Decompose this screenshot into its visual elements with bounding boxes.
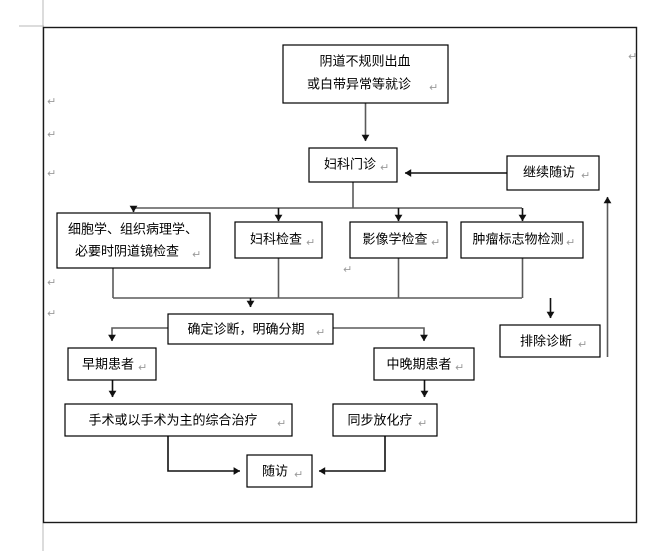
pilcrow-test-imaging: ↵: [431, 236, 440, 249]
connector-layer: [108, 103, 612, 475]
pilcrow-symptom: ↵: [429, 81, 438, 94]
edge-diagnosis-to-advanced: [333, 327, 428, 342]
node-clinic[interactable]: 妇科门诊 ↵: [308, 147, 398, 183]
node-diagnosis-confirm-label: 确定诊断，明确分期: [187, 323, 304, 338]
pilcrow-followup: ↵: [294, 468, 303, 481]
edge-chemoradio-to-followup: [318, 436, 386, 475]
page-crop-marks: [19, 0, 44, 551]
pilcrow-clinic: ↵: [380, 161, 389, 174]
node-test-gyn-exam-label: 妇科检查: [250, 232, 302, 248]
node-test-imaging[interactable]: 影像学检查 ↵: [349, 221, 448, 259]
margin-marks: ↵ ↵ ↵ ↵ ↵ ↵ ↵: [47, 50, 637, 320]
node-symptom-line2: 或白带异常等就诊: [307, 77, 411, 93]
node-followup-continue[interactable]: 继续随访 ↵: [506, 155, 600, 191]
margin-pilcrow-6: ↵: [628, 50, 637, 63]
pilcrow-test-gyn-exam: ↵: [306, 236, 315, 249]
pilcrow-treat-chemoradio: ↵: [418, 417, 427, 430]
node-followup[interactable]: 随访 ↵: [246, 454, 313, 488]
margin-pilcrow-4: ↵: [47, 276, 56, 289]
pilcrow-diagnosis-confirm: ↵: [316, 326, 325, 339]
node-diagnosis-exclude[interactable]: 排除诊断 ↵: [499, 324, 601, 358]
node-diagnosis-exclude-label: 排除诊断: [520, 335, 572, 350]
node-stage-advanced[interactable]: 中晚期患者 ↵: [373, 347, 475, 381]
margin-pilcrow-3: ↵: [47, 167, 56, 180]
edge-diagnosis-to-early: [108, 327, 168, 342]
page-border: [42, 26, 638, 524]
node-test-cytology[interactable]: 细胞学、组织病理学、 必要时阴道镜检查 ↵: [56, 212, 211, 269]
pilcrow-followup-continue: ↵: [581, 169, 590, 182]
node-treat-surgery-label: 手术或以手术为主的综合治疗: [88, 413, 257, 429]
node-test-gyn-exam[interactable]: 妇科检查 ↵: [234, 221, 323, 259]
edge-surgery-to-followup: [167, 436, 241, 475]
margin-pilcrow-1: ↵: [47, 95, 56, 108]
node-treat-chemoradio[interactable]: 同步放化疗 ↵: [332, 403, 438, 437]
margin-pilcrow-7: ↵: [343, 263, 352, 276]
node-treat-surgery[interactable]: 手术或以手术为主的综合治疗 ↵: [64, 403, 293, 437]
pilcrow-diagnosis-exclude: ↵: [578, 338, 587, 351]
node-clinic-label: 妇科门诊: [324, 157, 376, 173]
node-test-tumor-marker-label: 肿瘤标志物检测: [472, 232, 563, 248]
pilcrow-test-tumor-marker: ↵: [566, 236, 575, 249]
node-test-cytology-line1: 细胞学、组织病理学、: [68, 222, 198, 238]
margin-pilcrow-2: ↵: [47, 128, 56, 141]
margin-pilcrow-5: ↵: [47, 307, 56, 320]
pilcrow-treat-surgery: ↵: [277, 417, 286, 430]
node-symptom-line1: 阴道不规则出血: [319, 55, 410, 70]
pilcrow-test-cytology: ↵: [192, 248, 201, 261]
node-followup-label: 随访: [262, 465, 288, 480]
node-stage-early-label: 早期患者: [82, 358, 134, 373]
node-stage-early[interactable]: 早期患者 ↵: [67, 347, 157, 381]
node-test-tumor-marker[interactable]: 肿瘤标志物检测 ↵: [460, 221, 584, 259]
node-treat-chemoradio-label: 同步放化疗: [347, 414, 412, 429]
node-test-cytology-line2: 必要时阴道镜检查: [75, 245, 179, 260]
node-test-imaging-label: 影像学检查: [362, 232, 427, 248]
node-followup-continue-label: 继续随访: [523, 166, 575, 181]
node-diagnosis-confirm[interactable]: 确定诊断，明确分期 ↵: [167, 313, 334, 345]
node-stage-advanced-label: 中晚期患者: [386, 358, 451, 373]
pilcrow-stage-early: ↵: [138, 361, 147, 374]
node-symptom[interactable]: 阴道不规则出血 或白带异常等就诊 ↵: [282, 44, 449, 104]
pilcrow-stage-advanced: ↵: [455, 361, 464, 374]
